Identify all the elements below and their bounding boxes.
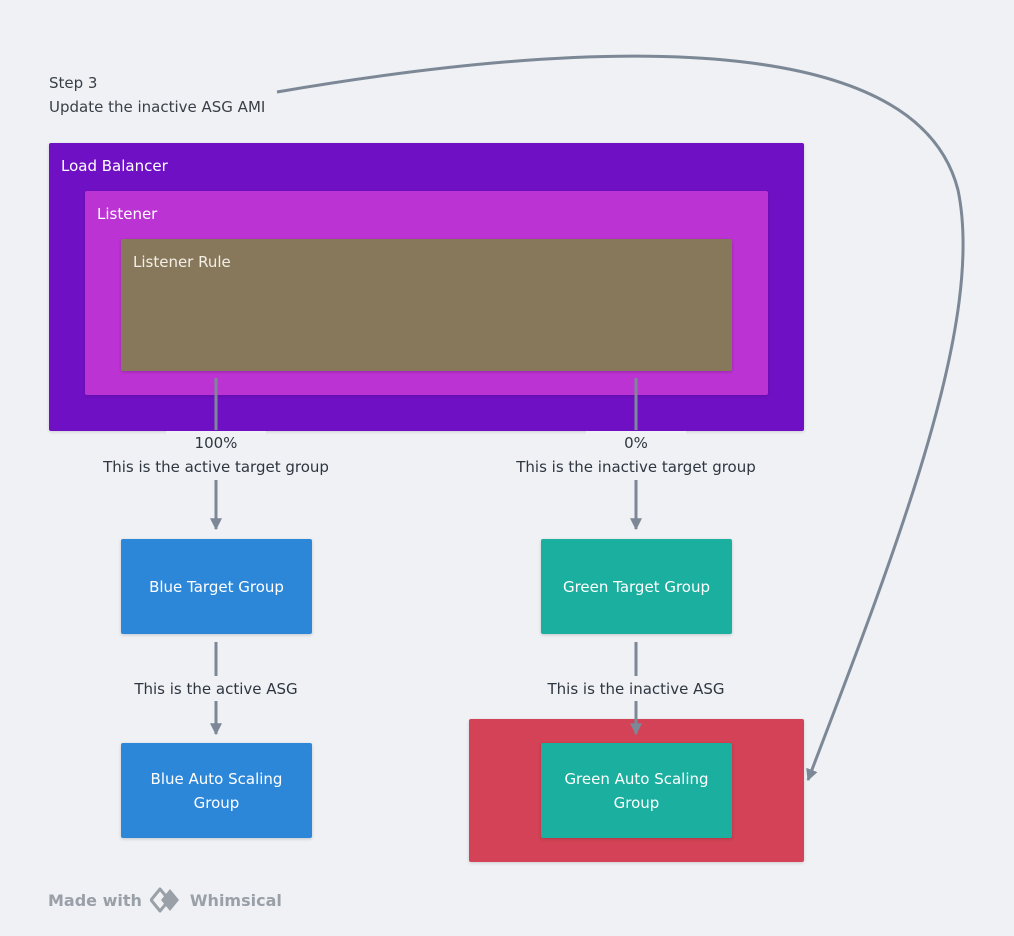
green-target-group-node[interactable]: Green Target Group <box>541 539 732 634</box>
green-target-label: This is the inactive target group <box>506 455 766 479</box>
blue-asg-label: This is the active ASG <box>126 677 306 701</box>
load-balancer-title: Load Balancer <box>61 157 168 175</box>
blue-asg-text: Blue Auto Scaling Group <box>150 769 283 812</box>
step-annotation: Step 3 Update the inactive ASG AMI <box>49 71 265 119</box>
blue-target-group-text: Blue Target Group <box>149 577 284 596</box>
green-asg-label: This is the inactive ASG <box>536 677 736 701</box>
blue-weight-label: 100% <box>166 431 266 455</box>
step-number: Step 3 <box>49 74 98 92</box>
blue-target-label: This is the active target group <box>96 455 336 479</box>
step-description: Update the inactive ASG AMI <box>49 98 266 116</box>
made-with-text: Made with <box>48 890 142 910</box>
blue-asg-node[interactable]: Blue Auto Scaling Group <box>121 743 312 838</box>
whimsical-brand-text: Whimsical <box>189 890 282 910</box>
whimsical-logo-icon <box>149 887 179 913</box>
green-asg-text: Green Auto Scaling Group <box>564 769 709 812</box>
step-to-inactive-asg-curve <box>276 54 965 782</box>
green-target-group-text: Green Target Group <box>562 577 711 596</box>
listener-rule-title: Listener Rule <box>133 253 231 271</box>
listener-rule-box[interactable]: Listener Rule <box>121 239 732 371</box>
blue-target-group-node[interactable]: Blue Target Group <box>121 539 312 634</box>
green-weight-label: 0% <box>586 431 686 455</box>
green-asg-node[interactable]: Green Auto Scaling Group <box>541 743 732 838</box>
whimsical-watermark[interactable]: Made with Whimsical <box>48 886 282 914</box>
listener-title: Listener <box>97 205 158 223</box>
